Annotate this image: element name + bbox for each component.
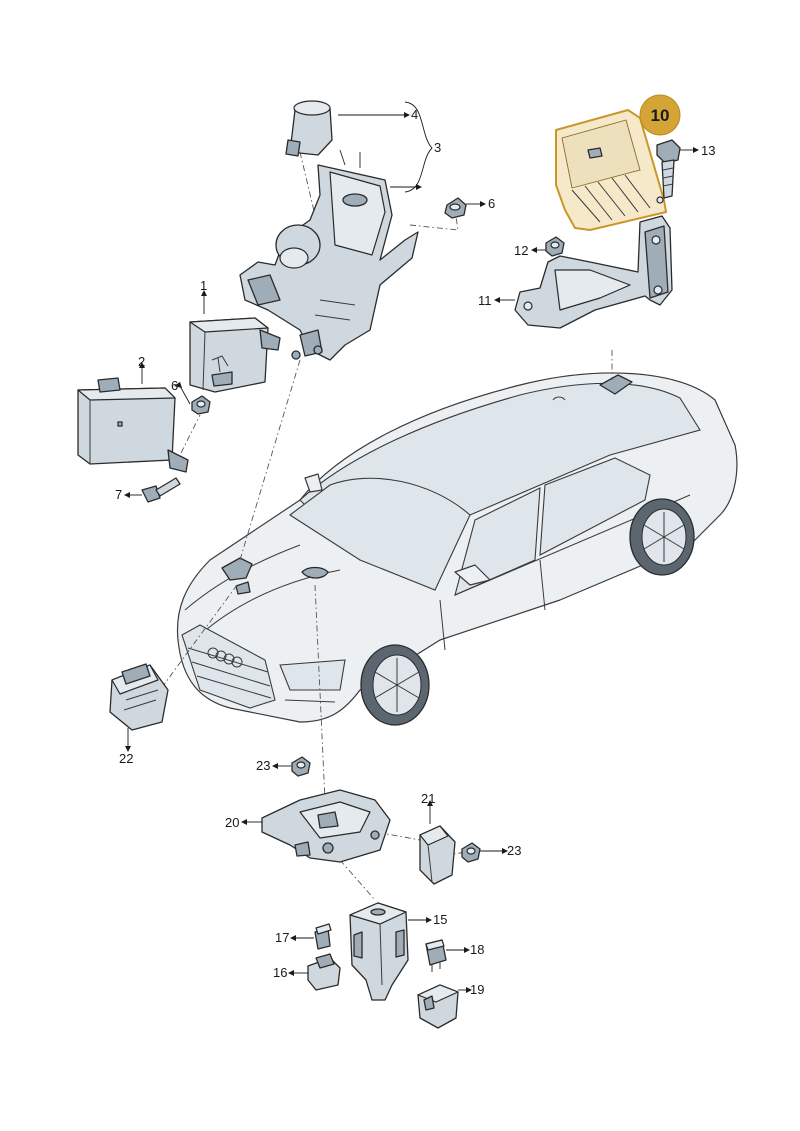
part-20-bracket: [261, 789, 391, 863]
callout-13: 13: [701, 143, 715, 158]
callout-6-top: 6: [488, 196, 495, 211]
part-15-relay-carrier: [349, 902, 409, 1001]
callout-17: 17: [275, 930, 289, 945]
front-wheel: [360, 644, 430, 726]
part-23-nut-top: [291, 756, 311, 777]
part-6-nut-left: [191, 395, 211, 415]
rear-wheel: [629, 498, 695, 576]
callout-10: 10: [651, 106, 670, 125]
callout-3: 3: [434, 140, 441, 155]
part-19-relay: [417, 984, 459, 1029]
callout-1: 1: [200, 278, 207, 293]
callout-11: 11: [478, 293, 492, 308]
callout-labels: 4 3 6 1 2 6 7 10 13 12 11 22 23 20 21 23…: [115, 94, 715, 997]
car-illustration: [176, 372, 738, 726]
leader-lines: [127, 101, 693, 991]
callout-21: 21: [421, 791, 435, 806]
callout-23-right: 23: [507, 843, 521, 858]
part-3-bracket-assembly: [239, 149, 419, 361]
part-23-nut-right: [461, 842, 481, 863]
part-10-fuse-box-cover: [555, 109, 667, 231]
mount-point-center: [301, 566, 329, 579]
callout-18: 18: [470, 942, 484, 957]
callout-6-left: 6: [171, 378, 178, 393]
mount-point-left: [221, 557, 253, 581]
part-6-nut-top: [444, 197, 467, 219]
callout-23-top: 23: [256, 758, 270, 773]
callout-22: 22: [119, 751, 133, 766]
part-7-bolt: [141, 477, 181, 503]
part-16-connector: [307, 953, 341, 991]
part-1-control-unit: [189, 317, 281, 393]
part-22-module: [109, 663, 169, 731]
callout-4: 4: [411, 107, 418, 122]
part-11-bracket: [514, 215, 673, 329]
part-12-nut: [545, 236, 565, 257]
callout-20: 20: [225, 815, 239, 830]
part-13-bolt: [656, 139, 681, 199]
leader-arrowheads: [124, 112, 699, 993]
callout-7: 7: [115, 487, 122, 502]
callout-10-badge: 10: [639, 94, 681, 136]
part-18-relay: [425, 939, 447, 972]
part-4-sensor: [285, 100, 333, 157]
callout-2: 2: [138, 354, 145, 369]
callout-16: 16: [273, 965, 287, 980]
part-21-relay: [419, 825, 456, 885]
callout-19: 19: [470, 982, 484, 997]
audi-rings-logo: [207, 647, 243, 668]
callout-12: 12: [514, 243, 528, 258]
part-2-control-unit: [77, 377, 189, 473]
callout-15: 15: [433, 912, 447, 927]
part-17-fuse: [314, 923, 332, 950]
